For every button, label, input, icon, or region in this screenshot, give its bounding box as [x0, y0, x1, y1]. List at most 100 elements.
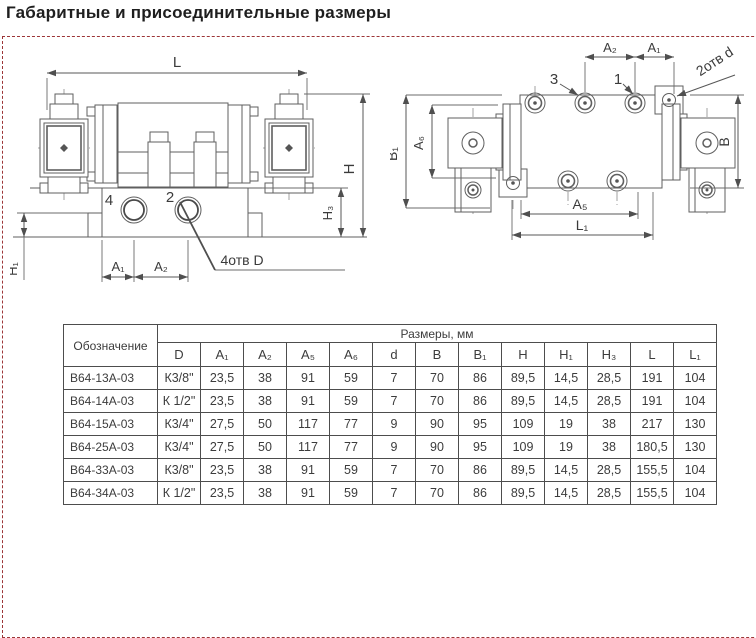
value-cell: 9 — [372, 412, 416, 436]
value-cell: 19 — [544, 435, 588, 459]
value-cell: 86 — [458, 366, 502, 390]
holes-callout-2otv-d: 2отв d — [693, 43, 736, 79]
value-cell: 7 — [372, 458, 416, 482]
table-header-designation: Обозначение — [63, 324, 158, 367]
value-cell: 191 — [630, 389, 674, 413]
value-cell: К3/4" — [157, 435, 201, 459]
column-header-L: L₁ — [673, 342, 717, 367]
value-cell: К3/8" — [157, 458, 201, 482]
dim-label-H: H — [341, 164, 358, 175]
column-header-H: H — [501, 342, 545, 367]
value-cell: 117 — [286, 412, 330, 436]
value-cell: 38 — [243, 366, 287, 390]
port-3-label: 3 — [550, 71, 558, 88]
value-cell: 86 — [458, 458, 502, 482]
value-cell: 38 — [587, 435, 631, 459]
value-cell: 14,5 — [544, 481, 588, 505]
dim-label-B1: B₁ — [390, 147, 400, 161]
designation-cell: В64-13А-03 — [63, 366, 158, 390]
value-cell: 217 — [630, 412, 674, 436]
dim-label-A6: A₆ — [411, 136, 426, 150]
column-header-d: d — [372, 342, 416, 367]
value-cell: 89,5 — [501, 458, 545, 482]
dim-label-H1: H₁ — [10, 262, 20, 276]
value-cell: 59 — [329, 366, 373, 390]
column-header-A: A₅ — [286, 342, 330, 367]
top-view-valve-body — [447, 85, 736, 213]
value-cell: 38 — [243, 458, 287, 482]
value-cell: 91 — [286, 481, 330, 505]
port-4-label: 4 — [105, 192, 113, 209]
value-cell: 130 — [673, 435, 717, 459]
value-cell: 28,5 — [587, 389, 631, 413]
value-cell: 89,5 — [501, 366, 545, 390]
value-cell: 109 — [501, 412, 545, 436]
value-cell: 70 — [415, 389, 459, 413]
value-cell: 23,5 — [200, 366, 244, 390]
dim-label-A1: A₁ — [111, 259, 125, 274]
table-header-group: Размеры, мм — [157, 324, 717, 343]
column-header-B: B — [415, 342, 459, 367]
value-cell: 23,5 — [200, 389, 244, 413]
value-cell: 14,5 — [544, 389, 588, 413]
value-cell: 27,5 — [200, 435, 244, 459]
column-header-D: D — [157, 342, 201, 367]
value-cell: 23,5 — [200, 481, 244, 505]
value-cell: 59 — [329, 481, 373, 505]
front-view-dimensions — [17, 69, 370, 282]
value-cell: 117 — [286, 435, 330, 459]
value-cell: 91 — [286, 389, 330, 413]
value-cell: 7 — [372, 389, 416, 413]
value-cell: 91 — [286, 458, 330, 482]
value-cell: 28,5 — [587, 366, 631, 390]
column-header-H: H₃ — [587, 342, 631, 367]
value-cell: 28,5 — [587, 481, 631, 505]
value-cell: К3/8" — [157, 366, 201, 390]
dim-label-A2: A₂ — [154, 259, 168, 274]
value-cell: 38 — [243, 481, 287, 505]
column-header-L: L — [630, 342, 674, 367]
value-cell: 104 — [673, 389, 717, 413]
value-cell: 59 — [329, 458, 373, 482]
designation-cell: В64-25А-03 — [63, 435, 158, 459]
value-cell: 50 — [243, 435, 287, 459]
value-cell: 191 — [630, 366, 674, 390]
dim-label-A1-top: A₁ — [647, 42, 661, 55]
top-view-dimensions — [402, 53, 744, 240]
column-header-A: A₁ — [200, 342, 244, 367]
value-cell: 77 — [329, 435, 373, 459]
dim-label-H3: H₃ — [320, 206, 335, 221]
value-cell: 86 — [458, 389, 502, 413]
top-view-drawing: A₂ A₁ 2отв d 3 1 B₁ A₆ B A₅ L₁ — [390, 42, 744, 240]
value-cell: 104 — [673, 366, 717, 390]
dim-label-A5: A₅ — [573, 196, 588, 212]
value-cell: 89,5 — [501, 389, 545, 413]
designation-cell: В64-15А-03 — [63, 412, 158, 436]
value-cell: 155,5 — [630, 458, 674, 482]
value-cell: 95 — [458, 412, 502, 436]
value-cell: 14,5 — [544, 458, 588, 482]
value-cell: 70 — [415, 458, 459, 482]
value-cell: 7 — [372, 366, 416, 390]
dim-label-A2-top: A₂ — [603, 42, 617, 55]
value-cell: 180,5 — [630, 435, 674, 459]
value-cell: 70 — [415, 481, 459, 505]
value-cell: 28,5 — [587, 458, 631, 482]
value-cell: 155,5 — [630, 481, 674, 505]
value-cell: 23,5 — [200, 458, 244, 482]
value-cell: 109 — [501, 435, 545, 459]
page-title: Габаритные и присоединительные размеры — [6, 3, 392, 22]
value-cell: 38 — [243, 389, 287, 413]
holes-callout-4otv-D: 4отв D — [220, 252, 263, 268]
value-cell: 91 — [286, 366, 330, 390]
value-cell: 7 — [372, 481, 416, 505]
dim-label-L1: L₁ — [576, 217, 589, 233]
front-view-drawing: L H H₃ H₁ A₁ A₂ 4отв D 4 2 — [10, 54, 370, 282]
value-cell: 50 — [243, 412, 287, 436]
value-cell: 104 — [673, 458, 717, 482]
